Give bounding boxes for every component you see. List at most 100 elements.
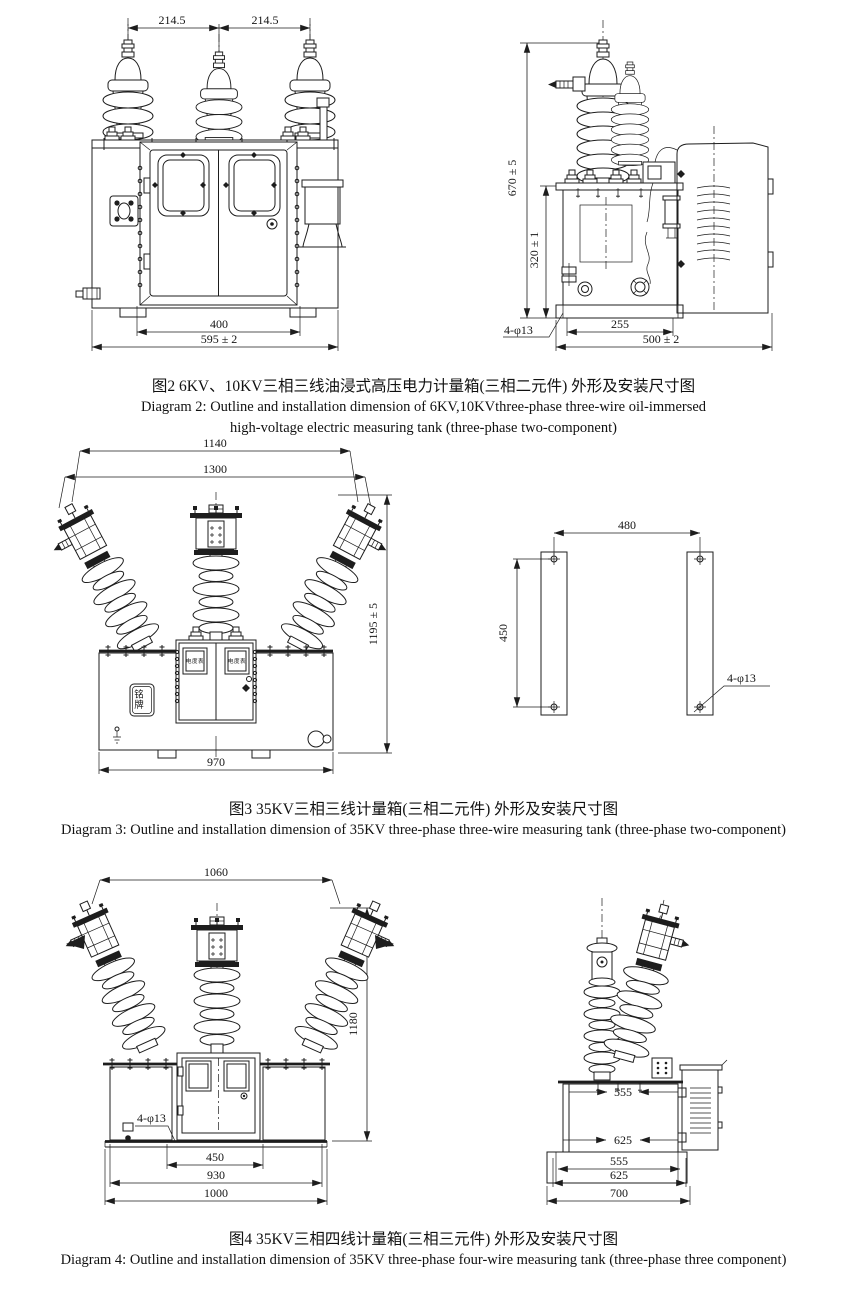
d2f-dim-400-text: 400 — [210, 317, 228, 331]
hinge-tab — [717, 1121, 723, 1129]
diagram3-front-view: 1140 1300 1195 ± 5 电度表 — [37, 436, 403, 774]
feet — [157, 750, 271, 759]
d3f-dim-970: 970 — [98, 752, 334, 774]
lv-terminal-box — [642, 161, 676, 184]
d4f-dim-450-text: 450 — [206, 1150, 224, 1164]
d4s-dim-700: 700 — [546, 1186, 691, 1205]
bushing-left — [102, 39, 154, 141]
diagram4-front-view: 1060 1180 — [52, 865, 408, 1205]
meter-cabinet — [176, 1052, 261, 1141]
door-hinge-top — [143, 177, 151, 194]
drain-plug — [577, 281, 593, 297]
tank-left — [109, 1066, 173, 1141]
diagram4-caption: 图4 35KV三相四线计量箱(三相三元件) 外形及安装尺寸图 Diagram 4… — [0, 1229, 847, 1271]
d3f-dim-1300: 1300 — [58, 462, 372, 509]
small-bushing-right — [316, 97, 330, 141]
door-window-right — [223, 152, 281, 217]
foot-left — [119, 308, 147, 318]
nameplate: 铭牌 — [129, 683, 155, 717]
d4f-dim-1060-text: 1060 — [204, 865, 228, 879]
d2s-dim-670-text: 670 ± 5 — [505, 160, 519, 197]
ground-symbol — [113, 726, 121, 744]
d4s-dim-555-base: 555 — [557, 1154, 681, 1173]
d4s-dim-625-base-text: 625 — [610, 1168, 628, 1182]
d3f-dim-1140-text: 1140 — [203, 436, 227, 450]
d4s-dim-625-inner: 625 — [563, 1133, 678, 1147]
d4s-dim-555-base-text: 555 — [610, 1154, 628, 1168]
d2s-dim-320: 320 ± 1 — [527, 185, 563, 319]
mount-rail-left — [540, 551, 568, 716]
drain-valve — [75, 287, 101, 300]
cable-clamp — [662, 195, 681, 239]
diagram2-caption-zh: 图2 6KV、10KV三相三线油浸式高压电力计量箱(三相二元件) 外形及安装尺寸… — [151, 378, 696, 395]
d2s-dim-255: 255 — [566, 317, 674, 336]
d4s-dim-555-inner: 555 — [569, 1085, 678, 1099]
terminal-pair — [561, 263, 577, 286]
small-terminal — [564, 169, 580, 184]
d4f-mounting-holes-label: 4-φ13 — [122, 1111, 176, 1142]
d2s-dim-500: 500 ± 2 — [555, 313, 773, 351]
foot-right — [289, 308, 317, 318]
d2s-dim-500-text: 500 ± 2 — [643, 332, 680, 346]
insulator-center — [189, 504, 243, 644]
meter-window-left-label: 电度表 — [186, 657, 204, 665]
diagram2-caption-en-2: high-voltage electric measuring tank (th… — [230, 420, 617, 436]
d4f-dim-1180-text: 1180 — [346, 1012, 360, 1036]
meter-window-right: 电度表 — [224, 647, 250, 675]
d2s-dim-320-text: 320 ± 1 — [527, 232, 541, 269]
d4s-dim-700-text: 700 — [610, 1186, 628, 1200]
d3f-dim-1195-text: 1195 ± 5 — [366, 603, 380, 645]
d3m-holes-text: 4-φ13 — [727, 671, 756, 685]
d2f-dim-pitch-right-text: 214.5 — [252, 13, 279, 27]
diagram2-caption: 图2 6KV、10KV三相三线油浸式高压电力计量箱(三相二元件) 外形及安装尺寸… — [0, 376, 847, 439]
terminal-plate-left — [109, 195, 139, 227]
nameplate-label: 铭牌 — [132, 688, 144, 710]
bushing-vertical — [583, 937, 621, 1081]
diagram2-front-view: 214.5 214.5 — [75, 13, 346, 351]
diagram2-caption-en-1: Diagram 2: Outline and installation dime… — [140, 399, 707, 415]
d2f-dim-400: 400 — [136, 306, 301, 336]
door-window-right — [223, 1060, 250, 1092]
d2f-dim-pitch-left-text: 214.5 — [159, 13, 186, 27]
diagram4-caption-en: Diagram 4: Outline and installation dime… — [60, 1252, 787, 1268]
secondary-cabinet — [679, 1059, 728, 1151]
d3m-dim-450-text: 450 — [496, 624, 510, 642]
d2s-dim-255-text: 255 — [611, 317, 629, 331]
primary-terminal-stub — [548, 76, 586, 92]
mesh-filter-right — [299, 179, 346, 248]
door-knob — [240, 1092, 248, 1100]
meter-cabinet — [139, 141, 298, 306]
door-hinge-top — [177, 1066, 184, 1077]
d3m-dim-480-text: 480 — [618, 518, 636, 532]
d4f-dim-1060: 1060 — [91, 865, 341, 905]
diagram3-caption-zh: 图3 35KV三相三线计量箱(三相二元件) 外形及安装尺寸图 — [228, 801, 619, 818]
insulator-right — [275, 494, 403, 664]
d3m-mounting-holes-label: 4-φ13 — [693, 671, 770, 713]
d3f-dim-1195: 1195 ± 5 — [338, 494, 392, 754]
meter-window-left: 电度表 — [182, 647, 208, 675]
door-window-left — [185, 1060, 212, 1092]
d4f-dim-1000: 1000 — [104, 1149, 328, 1205]
d4s-dim-625-base: 625 — [552, 1158, 687, 1187]
small-terminal — [626, 169, 642, 184]
terminal-block — [651, 1057, 673, 1079]
door-knob — [266, 218, 278, 230]
diagram3-caption-en: Diagram 3: Outline and installation dime… — [61, 822, 786, 838]
hinge-tab — [717, 1086, 723, 1094]
d2s-holes-text: 4-φ13 — [504, 323, 533, 337]
tank-right — [262, 1066, 326, 1141]
d2f-dim-595-text: 595 ± 2 — [201, 332, 238, 346]
tank-top-plate — [555, 182, 684, 191]
base-channel — [555, 304, 684, 319]
mount-holes — [548, 553, 706, 713]
d4f-dim-450: 450 — [166, 1144, 264, 1169]
d3f-dim-1300-text: 1300 — [203, 462, 227, 476]
hinge-tab — [767, 178, 774, 195]
d4s-dim-625-inner-text: 625 — [614, 1133, 632, 1147]
d2s-mounting-holes-label: 4-φ13 — [503, 312, 564, 338]
d4f-dim-930-text: 930 — [207, 1168, 225, 1182]
diagram4-side-view: 555 625 555 625 700 — [546, 898, 728, 1205]
radiator-cabinet — [676, 142, 774, 314]
